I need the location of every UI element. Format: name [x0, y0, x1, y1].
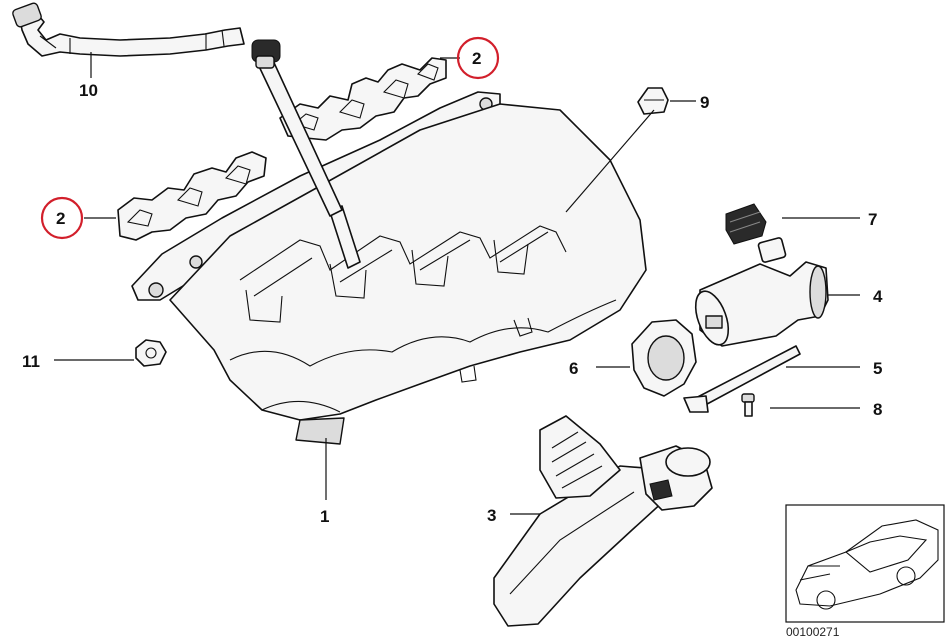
idle-control-valve-part-4[interactable] — [689, 237, 829, 349]
vehicle-thumbnail — [785, 504, 945, 623]
callout-2-lower[interactable]: 2 — [56, 209, 65, 228]
leader-lines — [54, 52, 860, 515]
callout-3[interactable]: 3 — [487, 506, 496, 525]
callout-7[interactable]: 7 — [868, 210, 877, 229]
intake-silencer-part-3[interactable] — [493, 415, 713, 627]
catalog-number: 00100271 — [786, 625, 840, 639]
nut-part-11[interactable] — [135, 339, 167, 367]
callout-5[interactable]: 5 — [873, 359, 882, 378]
callout-2-upper[interactable]: 2 — [472, 49, 481, 68]
callout-10[interactable]: 10 — [79, 81, 98, 100]
cap-part-9[interactable] — [637, 87, 669, 115]
intake-manifold-part-1[interactable] — [131, 53, 647, 445]
cable-tie-part-5[interactable] — [683, 345, 801, 413]
callout-4[interactable]: 4 — [873, 287, 883, 306]
grommet-part-7[interactable] — [725, 203, 767, 245]
highlight-circle-2-lower — [40, 196, 84, 240]
callout-8[interactable]: 8 — [873, 400, 882, 419]
callout-9[interactable]: 9 — [700, 93, 709, 112]
screw-part-8[interactable] — [741, 393, 755, 417]
gasket-set-upper-part-2[interactable] — [279, 57, 447, 141]
highlight-circle-2-upper — [456, 36, 500, 80]
callout-11[interactable]: 11 — [22, 352, 40, 371]
callout-1[interactable]: 1 — [320, 507, 329, 526]
breather-hose-part-10[interactable] — [12, 2, 245, 57]
gasket-set-lower-part-2[interactable] — [117, 151, 267, 241]
rubber-holder-part-6[interactable] — [631, 319, 697, 397]
callout-6[interactable]: 6 — [569, 359, 578, 378]
vacuum-fitting — [251, 39, 281, 69]
